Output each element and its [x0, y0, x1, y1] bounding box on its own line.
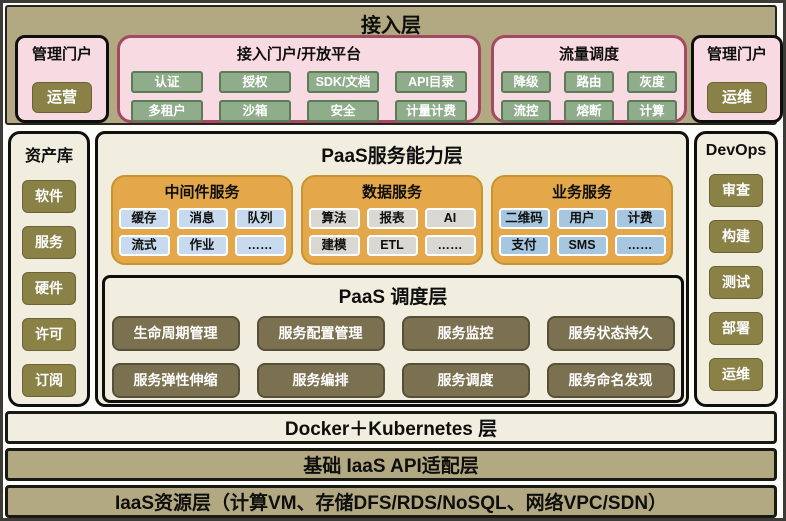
management-portal-right-box: 管理门户 运维 — [691, 35, 783, 123]
compute-block: 计算 — [627, 100, 677, 122]
routing-block: 路由 — [564, 71, 614, 93]
asset-library-stack: 软件 服务 硬件 许可 订阅 — [11, 180, 87, 397]
data-services-panel: 数据服务 算法 报表 AI 建模 ETL …… — [301, 175, 483, 265]
user-block: 用户 — [556, 208, 608, 229]
modeling-block: 建模 — [308, 235, 360, 256]
operations-block: 运营 — [32, 82, 92, 113]
subscription-block: 订阅 — [22, 364, 76, 397]
data-row-1: 算法 报表 AI — [303, 208, 481, 229]
open-platform-panel: 接入门户/开放平台 认证 授权 SDK/文档 API目录 多租户 沙箱 安全 计… — [117, 35, 481, 123]
algorithm-block: 算法 — [308, 208, 360, 229]
job-block: 作业 — [176, 235, 228, 256]
api-catalog-block: API目录 — [395, 71, 467, 93]
service-monitor-block: 服务监控 — [401, 316, 530, 351]
sandbox-block: 沙箱 — [219, 100, 291, 122]
qrcode-block: 二维码 — [498, 208, 550, 229]
ai-block: AI — [424, 208, 476, 229]
management-portal-right-title: 管理门户 — [706, 46, 767, 63]
traffic-row-1: 降级 路由 灰度 — [494, 71, 684, 93]
devops-stack: 审查 构建 测试 部署 运维 — [697, 174, 775, 391]
management-portal-left-title: 管理门户 — [31, 46, 92, 63]
docker-kubernetes-layer-bar: Docker＋Kubernetes 层 — [5, 411, 777, 444]
middleware-services-panel: 中间件服务 缓存 消息 队列 流式 作业 …… — [111, 175, 293, 265]
capability-groups-row: 中间件服务 缓存 消息 队列 流式 作业 …… 数据服务 算法 报表 AI — [98, 175, 686, 265]
lifecycle-mgmt-block: 生命周期管理 — [111, 316, 240, 351]
license-block: 许可 — [22, 318, 76, 351]
paas-capability-panel: PaaS服务能力层 中间件服务 缓存 消息 队列 流式 作业 …… 数据服务 算… — [95, 131, 689, 407]
naming-discovery-block: 服务命名发现 — [546, 363, 675, 398]
circuit-break-block: 熔断 — [564, 100, 614, 122]
orchestration-block: 服务编排 — [256, 363, 385, 398]
security-block: 安全 — [307, 100, 379, 122]
deploy-block: 部署 — [709, 312, 763, 345]
payment-block: 支付 — [498, 235, 550, 256]
access-layer-title: 接入层 — [361, 15, 421, 37]
scheduling-row-1: 生命周期管理 服务配置管理 服务监控 服务状态持久 — [105, 316, 681, 351]
asset-library-panel: 资产库 软件 服务 硬件 许可 订阅 — [8, 131, 90, 407]
service-block: 服务 — [22, 226, 76, 259]
devops-panel: DevOps 审查 构建 测试 部署 运维 — [694, 131, 778, 407]
authorization-block: 授权 — [219, 71, 291, 93]
review-block: 审查 — [709, 174, 763, 207]
middleware-more-block: …… — [234, 235, 286, 256]
paas-capability-title: PaaS服务能力层 — [321, 146, 463, 167]
open-platform-title: 接入门户/开放平台 — [236, 46, 362, 63]
streaming-block: 流式 — [118, 235, 170, 256]
billing-block: 计费 — [614, 208, 666, 229]
devops-title: DevOps — [705, 142, 767, 159]
open-platform-row-1: 认证 授权 SDK/文档 API目录 — [120, 71, 478, 93]
elastic-scaling-block: 服务弹性伸缩 — [111, 363, 240, 398]
paas-scheduling-title: PaaS 调度层 — [338, 287, 448, 308]
flow-control-block: 流控 — [501, 100, 551, 122]
report-block: 报表 — [366, 208, 418, 229]
multi-tenant-block: 多租户 — [131, 100, 203, 122]
ops-maintenance-block: 运维 — [707, 82, 767, 113]
sdk-docs-block: SDK/文档 — [307, 71, 379, 93]
business-row-1: 二维码 用户 计费 — [493, 208, 671, 229]
software-block: 软件 — [22, 180, 76, 213]
data-services-title: 数据服务 — [361, 184, 422, 201]
open-platform-row-2: 多租户 沙箱 安全 计量计费 — [120, 100, 478, 122]
scheduling-row-2: 服务弹性伸缩 服务编排 服务调度 服务命名发现 — [105, 363, 681, 398]
middleware-services-title: 中间件服务 — [164, 184, 240, 201]
build-block: 构建 — [709, 220, 763, 253]
access-layer-panel: 接入层 管理门户 运营 接入门户/开放平台 认证 授权 SDK/文档 API目录… — [5, 5, 783, 125]
data-more-block: …… — [424, 235, 476, 256]
business-services-panel: 业务服务 二维码 用户 计费 支付 SMS …… — [491, 175, 673, 265]
iaas-api-adapter-layer-bar: 基础 IaaS API适配层 — [5, 448, 777, 481]
gray-release-block: 灰度 — [627, 71, 677, 93]
config-mgmt-block: 服务配置管理 — [256, 316, 385, 351]
test-block: 测试 — [709, 266, 763, 299]
asset-library-title: 资产库 — [24, 148, 73, 165]
middleware-row-1: 缓存 消息 队列 — [113, 208, 291, 229]
iaas-resource-layer-bar: IaaS资源层（计算VM、存储DFS/RDS/NoSQL、网络VPC/SDN） — [5, 485, 777, 518]
data-row-2: 建模 ETL …… — [303, 235, 481, 256]
state-persistence-block: 服务状态持久 — [546, 316, 675, 351]
operate-block: 运维 — [709, 358, 763, 391]
hardware-block: 硬件 — [22, 272, 76, 305]
business-services-title: 业务服务 — [551, 184, 612, 201]
degrade-block: 降级 — [501, 71, 551, 93]
cache-block: 缓存 — [118, 208, 170, 229]
middleware-row-2: 流式 作业 …… — [113, 235, 291, 256]
traffic-row-2: 流控 熔断 计算 — [494, 100, 684, 122]
business-more-block: …… — [614, 235, 666, 256]
business-row-2: 支付 SMS …… — [493, 235, 671, 256]
traffic-scheduling-title: 流量调度 — [558, 46, 619, 63]
management-portal-left-box: 管理门户 运营 — [15, 35, 109, 123]
service-scheduling-block: 服务调度 — [401, 363, 530, 398]
metering-billing-block: 计量计费 — [395, 100, 467, 122]
traffic-scheduling-panel: 流量调度 降级 路由 灰度 流控 熔断 计算 — [491, 35, 687, 123]
auth-block: 认证 — [131, 71, 203, 93]
etl-block: ETL — [366, 235, 418, 256]
sms-block: SMS — [556, 235, 608, 256]
paas-scheduling-panel: PaaS 调度层 生命周期管理 服务配置管理 服务监控 服务状态持久 服务弹性伸… — [102, 275, 684, 403]
message-block: 消息 — [176, 208, 228, 229]
queue-block: 队列 — [234, 208, 286, 229]
